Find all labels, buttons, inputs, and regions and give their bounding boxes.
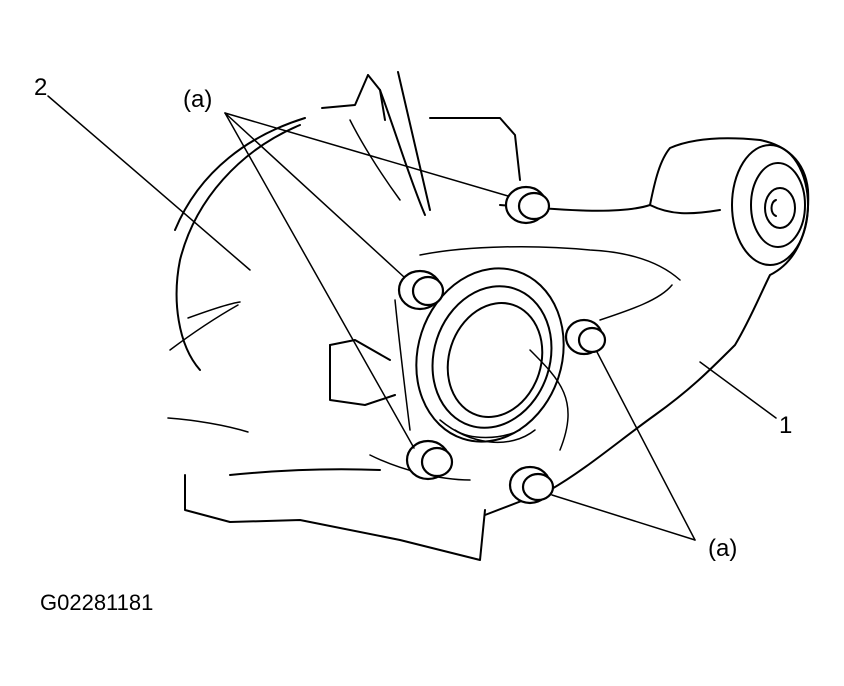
bolt-bottom-right	[508, 465, 555, 505]
bolt-top-right	[504, 185, 551, 225]
leader-a-top-to-bolt-left-upper	[224, 112, 405, 278]
bolt-left-lower	[405, 439, 454, 481]
callout-part-1: 1	[779, 412, 793, 439]
bolt-right-middle	[564, 318, 607, 356]
leader-a-bottom-to-bolt-right-middle	[596, 351, 696, 541]
callout-a-bottom: (a)	[708, 535, 738, 562]
figure-code: G02281181	[40, 590, 154, 615]
callout-a-top: (a)	[183, 86, 213, 113]
steering-knuckle-part-2	[167, 71, 521, 561]
leader-a-bottom-to-bolt-bottom-right	[551, 494, 696, 541]
leader-a-top-to-bolt-top-right	[224, 112, 509, 197]
leader-a-top-to-bolt-left-lower	[224, 112, 415, 449]
bolt-left-upper	[397, 269, 445, 311]
hub-carrier-part-1	[394, 137, 810, 516]
leader-lines	[47, 95, 777, 541]
callout-part-2: 2	[34, 74, 48, 101]
leader-2-to-knuckle	[47, 95, 251, 271]
leader-1-to-hub-carrier	[699, 361, 777, 419]
